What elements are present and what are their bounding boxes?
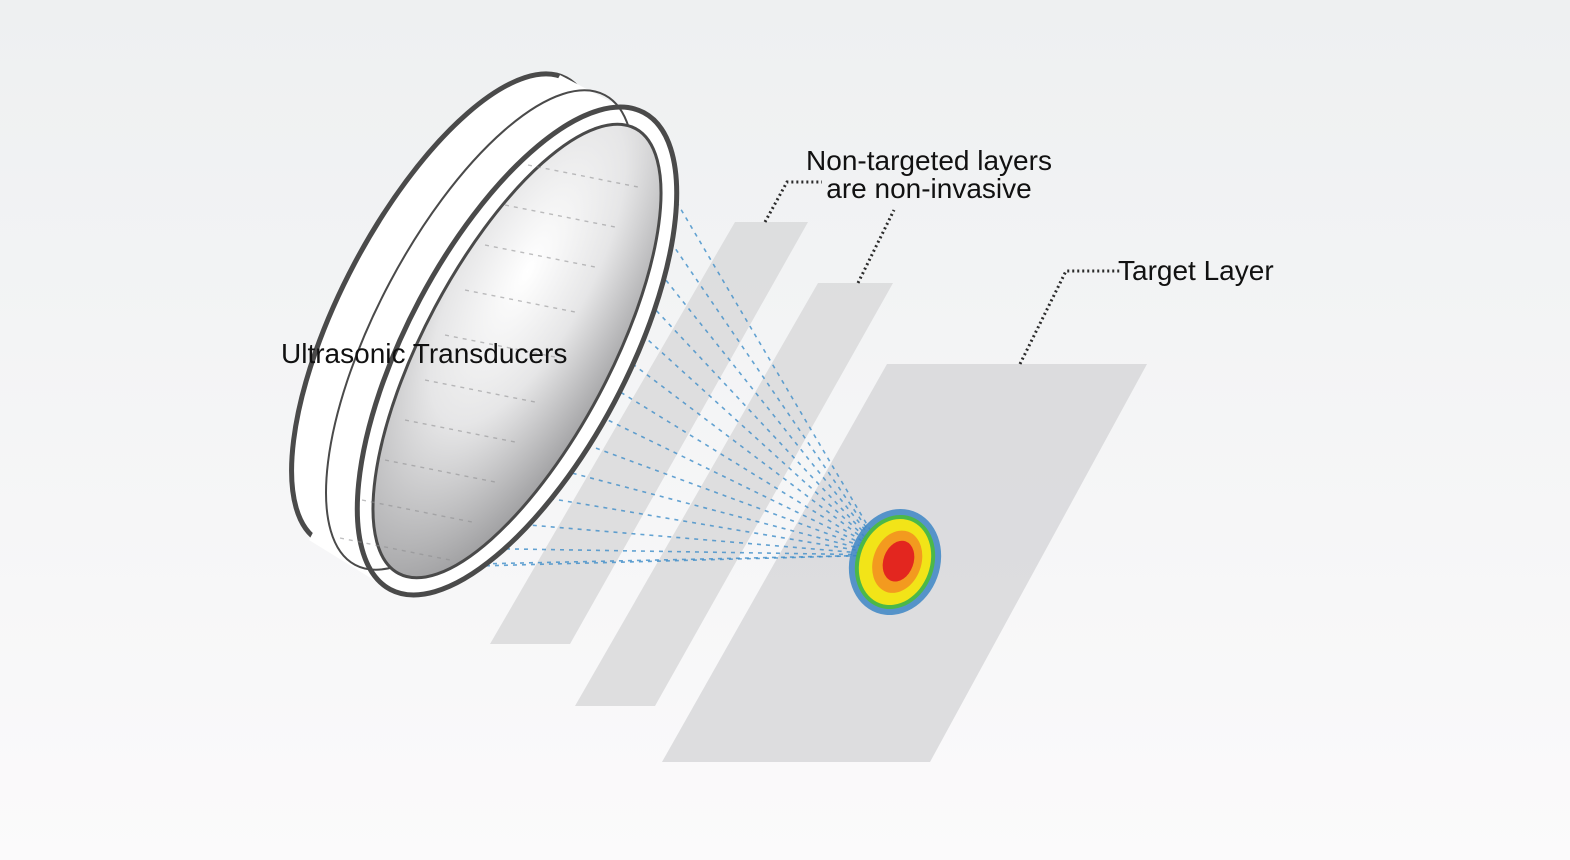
ultrasound-beams-front (339, 164, 639, 561)
label-non-targeted-line1: Non-targeted layers (806, 145, 1052, 176)
dish-beam-line (339, 537, 451, 561)
focus-core-red (882, 540, 915, 582)
beam-line (429, 554, 886, 566)
beam-line (451, 547, 886, 556)
dish-beam-line (361, 499, 473, 523)
beam-line (487, 487, 886, 556)
dish-beam-line (464, 289, 576, 313)
dish-beam-line (444, 334, 556, 358)
leader-line-layer-1 (763, 180, 822, 223)
dish-beam-line (384, 459, 496, 483)
label-target-layer: Target Layer (1118, 255, 1274, 286)
dish-beam-line (484, 244, 596, 268)
dish-beam-line (424, 379, 536, 403)
focal-hotspot (848, 508, 942, 616)
non-targeted-layer-1 (490, 222, 808, 644)
label-ultrasonic-transducers: Ultrasonic Transducers (281, 338, 567, 369)
dish-beam-line (504, 204, 616, 228)
dish-beam-line (404, 419, 516, 443)
leader-lines (763, 180, 1120, 365)
ultrasonic-transducer (289, 71, 680, 598)
leader-line-layer-2 (856, 209, 896, 284)
beam-line (469, 519, 886, 556)
beam-line (594, 244, 886, 556)
dish-beam-line (527, 164, 639, 188)
non-targeted-layer-2 (575, 283, 893, 706)
label-non-targeted-line2: are non-invasive (826, 173, 1031, 204)
transducer-dish-surface (371, 122, 663, 580)
